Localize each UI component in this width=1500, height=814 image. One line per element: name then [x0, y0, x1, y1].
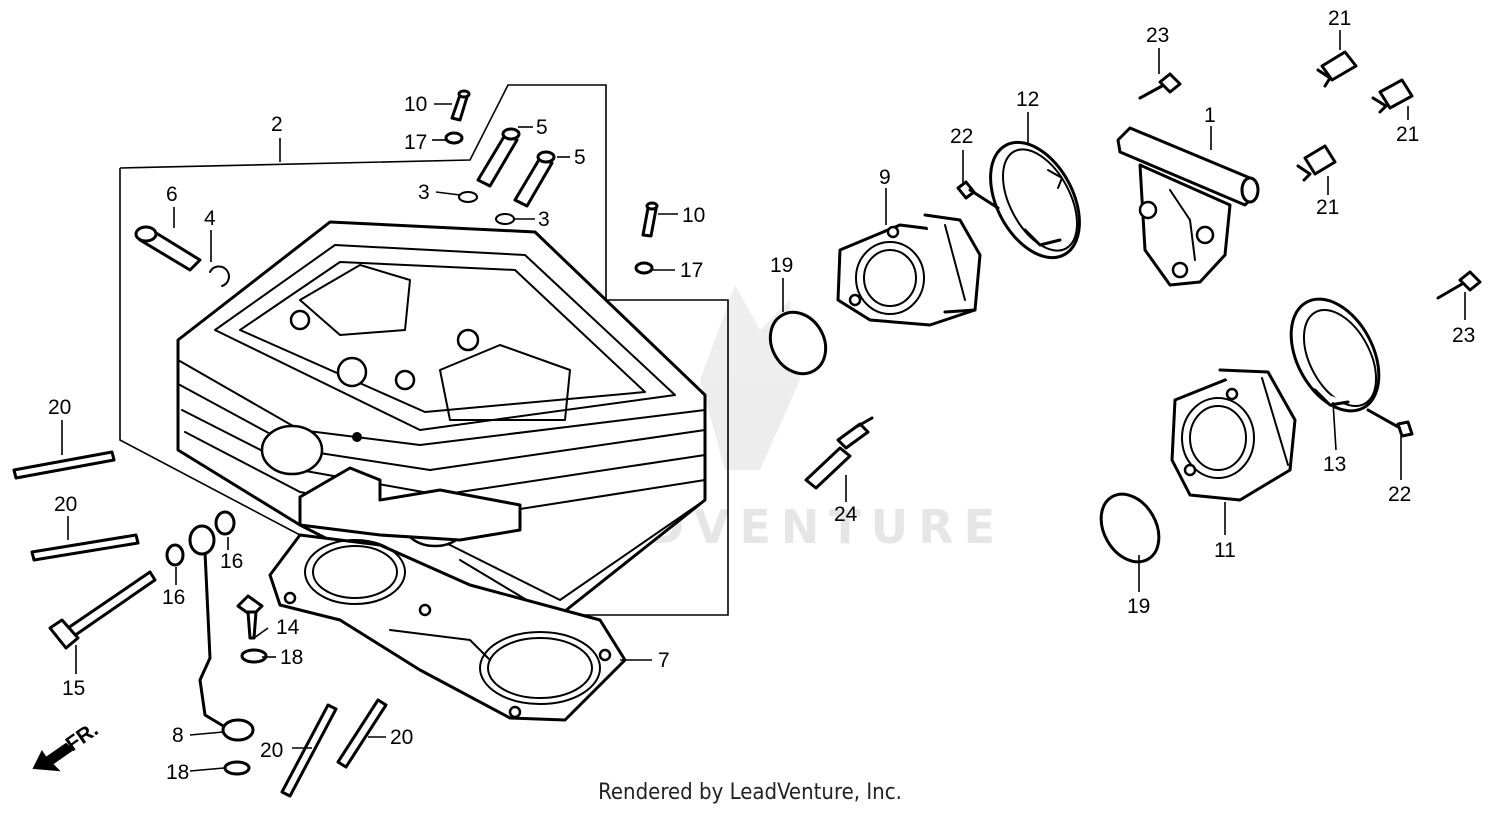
bolt-23b: [1436, 270, 1482, 300]
callout-3a: 3: [418, 181, 430, 204]
callout-21a: 21: [1328, 7, 1351, 30]
callout-20b: 20: [54, 493, 77, 516]
bolt-14: [236, 594, 264, 640]
washer-17b: [634, 261, 654, 275]
callout-17a: 17: [404, 131, 427, 154]
callout-4: 4: [204, 207, 216, 230]
callout-3b: 3: [538, 208, 550, 231]
valve-guide-6: [134, 225, 202, 272]
callout-23a: 23: [1146, 24, 1169, 47]
dowel-pin-10a: [450, 89, 471, 122]
callout-20a: 20: [48, 396, 71, 419]
callout-23b: 23: [1452, 324, 1475, 347]
callout-8: 8: [172, 724, 184, 747]
stud-20c: [280, 703, 338, 798]
intake-joint-1: [1116, 126, 1260, 287]
stud-20d: [336, 698, 388, 769]
stud-20a: [12, 450, 116, 480]
stud-20b: [30, 533, 140, 562]
callout-24: 24: [834, 503, 858, 526]
callout-5a: 5: [536, 116, 548, 139]
callout-10b: 10: [682, 204, 705, 227]
callout-1: 1: [1204, 104, 1216, 127]
callout-18b: 18: [166, 761, 189, 784]
callout-19a: 19: [770, 254, 793, 277]
bolt-21c: [1296, 144, 1337, 182]
callout-5b: 5: [574, 146, 586, 169]
ground-cable-8: [188, 524, 255, 742]
spark-plug-24: [804, 416, 874, 490]
bolt-22b: [1366, 408, 1414, 438]
callout-19b: 19: [1127, 595, 1150, 618]
clip-4: [209, 265, 230, 287]
callout-numbers: 2 6 4 10 17 5 5 3 3 10 17 7 20 20 15 16 …: [48, 7, 1475, 784]
callout-11: 11: [1214, 539, 1236, 562]
callout-10a: 10: [404, 93, 427, 116]
callout-13: 13: [1323, 453, 1346, 476]
callout-15: 15: [62, 677, 85, 700]
front-direction-arrow: FR.: [32, 718, 103, 772]
bolt-23a: [1138, 72, 1182, 100]
valve-guide-5b: [513, 150, 556, 208]
callout-12: 12: [1016, 88, 1039, 111]
clip-3b: [495, 213, 515, 225]
bolt-21a: [1316, 50, 1358, 88]
o-ring-19b: [1099, 492, 1161, 564]
bolt-15: [48, 570, 157, 650]
callout-2: 2: [271, 113, 283, 136]
callout-21c: 21: [1316, 196, 1339, 219]
bolt-21b: [1371, 78, 1414, 114]
valve-guide-5a: [476, 127, 521, 188]
callout-6: 6: [166, 183, 178, 206]
callout-22b: 22: [1388, 483, 1411, 506]
head-gasket: [268, 533, 627, 722]
callout-16b: 16: [220, 550, 243, 573]
leader-lines: [61, 30, 1466, 772]
callout-17b: 17: [680, 259, 703, 282]
clip-3a: [458, 191, 478, 203]
callout-14: 14: [276, 616, 300, 639]
carburetor-insulator-9: [836, 213, 982, 327]
callout-21b: 21: [1396, 123, 1419, 146]
callout-7: 7: [658, 649, 670, 672]
callout-20c: 20: [260, 739, 283, 762]
washer-18a: [240, 648, 268, 664]
washer-16a: [165, 543, 185, 567]
cylinder-head: [176, 220, 707, 621]
head-assembly-frame: [119, 84, 729, 616]
callout-9: 9: [879, 166, 891, 189]
washer-17a: [444, 131, 464, 145]
dowel-pin-10b: [641, 201, 659, 238]
callout-20d: 20: [390, 726, 413, 749]
carburetor-insulator-11: [1170, 368, 1297, 502]
o-ring-19a: [768, 310, 828, 376]
render-credit: Rendered by LeadVenture, Inc.: [598, 780, 902, 805]
washer-16b: [214, 510, 236, 536]
hose-clamp-12: [989, 140, 1081, 260]
washer-18b: [223, 760, 251, 776]
hose-clamp-13: [1289, 297, 1381, 413]
callout-16a: 16: [162, 586, 185, 609]
callout-18a: 18: [280, 646, 303, 669]
callout-22a: 22: [950, 125, 973, 148]
